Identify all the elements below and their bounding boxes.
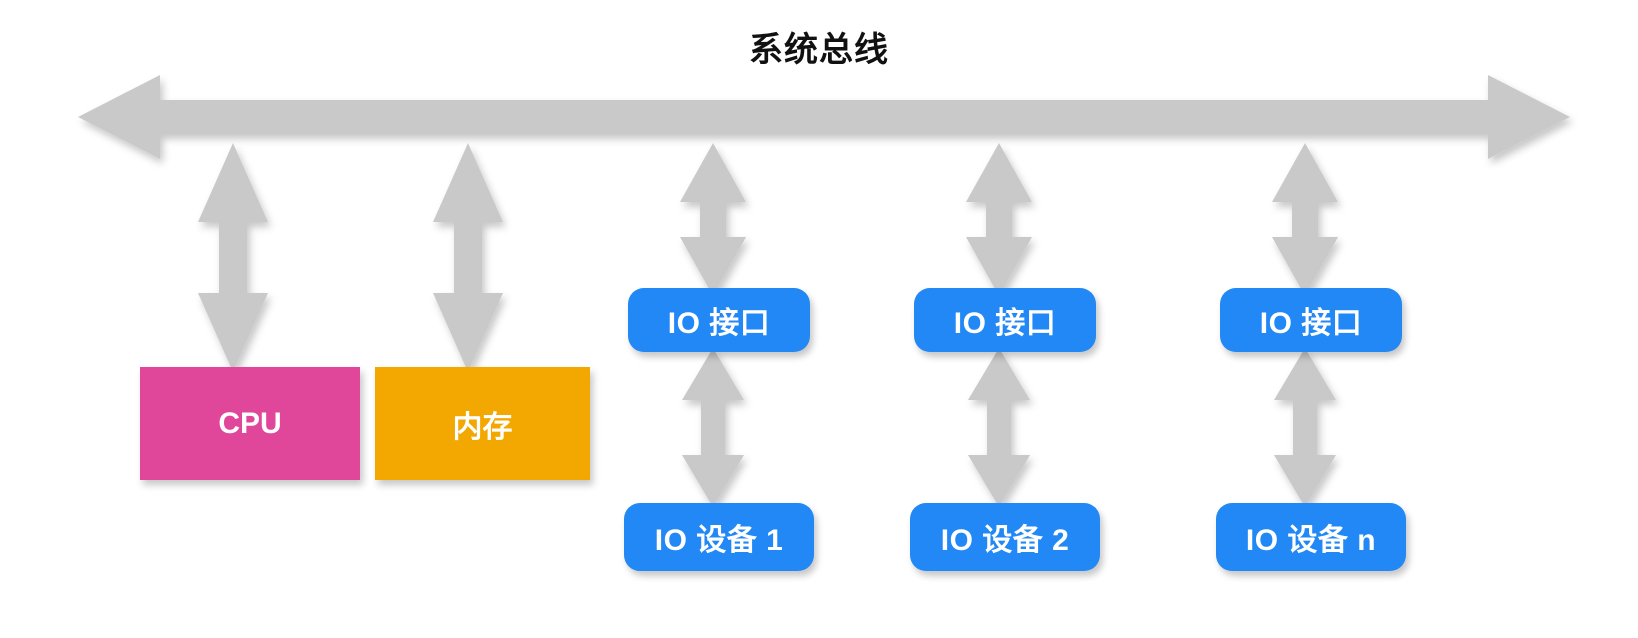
node-io-device-1[interactable]: IO 设备 1 <box>624 503 814 571</box>
node-io-interface-3-label: IO 接口 <box>1259 307 1363 340</box>
node-memory-label: 内存 <box>452 410 513 444</box>
node-io-device-2[interactable]: IO 设备 2 <box>910 503 1100 571</box>
connector-bus-to-io-interface-3 <box>1272 143 1338 296</box>
node-io-device-n-label: IO 设备 n <box>1245 524 1377 557</box>
connector-bus-to-memory <box>433 143 503 372</box>
node-io-interface-3[interactable]: IO 接口 <box>1220 288 1402 352</box>
connector-bus-to-io-interface-2 <box>966 143 1032 296</box>
node-io-device-1-label: IO 设备 1 <box>654 524 784 557</box>
connector-bus-to-io-interface-1 <box>680 143 746 296</box>
connector-bus-to-cpu <box>198 143 268 372</box>
node-io-interface-2-label: IO 接口 <box>953 307 1057 340</box>
system-bus-arrow <box>78 75 1570 159</box>
node-io-device-n[interactable]: IO 设备 n <box>1216 503 1406 571</box>
connector-io-interface-2-to-io-device-2 <box>968 348 1030 507</box>
node-io-device-2-label: IO 设备 2 <box>940 524 1070 557</box>
node-cpu-label: CPU <box>218 406 282 440</box>
node-io-interface-2[interactable]: IO 接口 <box>914 288 1096 352</box>
node-io-interface-1[interactable]: IO 接口 <box>628 288 810 352</box>
node-io-interface-1-label: IO 接口 <box>667 307 771 340</box>
connector-io-interface-3-to-io-device-n <box>1274 348 1336 507</box>
connector-io-interface-1-to-io-device-1 <box>682 348 744 507</box>
node-memory[interactable]: 内存 <box>375 367 590 480</box>
diagram-title: 系统总线 <box>749 31 889 69</box>
node-cpu[interactable]: CPU <box>140 367 360 480</box>
